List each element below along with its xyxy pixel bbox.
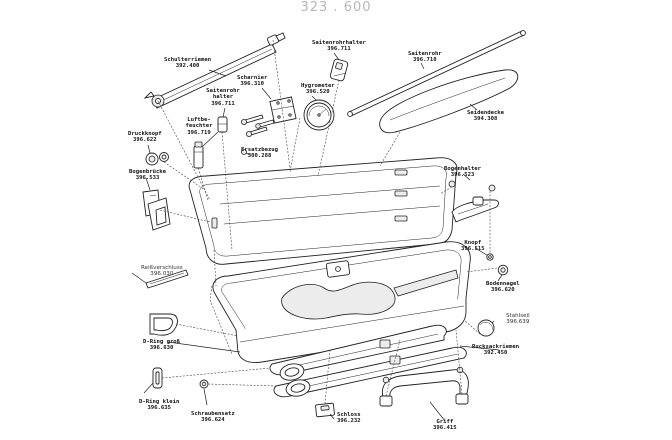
label-number: 396.630	[149, 345, 174, 352]
label-saitenrohrhalter-top: Saitenrohrhalter 396.711	[312, 40, 366, 53]
hygrometer-part	[303, 99, 335, 131]
steel-cable-part	[477, 319, 495, 337]
shoulder-strap-part	[143, 32, 286, 109]
label-seidendecke: Seidendecke 394.308	[467, 110, 504, 123]
label-number: 396.719	[187, 129, 211, 136]
bow-bridge-part	[142, 189, 171, 231]
label-saitenrohrhalter-mid: Saitenrohr halter 396.711	[204, 88, 242, 107]
knob-part	[486, 253, 494, 261]
label-reissverschluss: Reißverschluss 396.030	[141, 265, 183, 278]
label-ersatzbezug: Ersatzbezug 300.288	[241, 147, 278, 160]
label-number: 300.288	[247, 153, 272, 160]
label-name: Druckknopf	[128, 131, 162, 137]
label-number: 396.310	[240, 81, 264, 88]
label-number: 396.711	[327, 46, 351, 53]
label-knopf: Knopf 396.515	[461, 240, 485, 253]
label-name: Schloss	[337, 412, 361, 418]
label-schraubensatz: Schraubensatz 396.624	[191, 411, 235, 424]
label-number: 396.711	[211, 100, 235, 107]
label-d-ring-gross: D-Ring groß 396.630	[143, 339, 180, 352]
screws-part	[240, 114, 275, 137]
label-stahlseil: Stahlseil 396.639	[506, 313, 530, 326]
label-number: 396.620	[491, 287, 515, 294]
label-number: 396.622	[133, 137, 157, 144]
label-name: Griff	[436, 419, 454, 425]
label-number: 396.639	[506, 319, 530, 326]
leader-lines	[131, 52, 503, 422]
string-tube-part	[347, 30, 526, 117]
label-luftbefeuchter: Luftbe- feuchter 396.719	[184, 117, 214, 136]
label-name: Hygrometer	[301, 83, 335, 89]
label-name: Ersatzbezug	[241, 147, 279, 153]
label-saitenrohr: Saitenrohr 396.710	[408, 51, 442, 64]
label-name: Luftbe- feuchter	[185, 117, 213, 130]
label-number: 396.520	[306, 89, 330, 96]
label-name: Stahlseil	[506, 313, 530, 319]
d-ring-small-part	[152, 367, 163, 389]
label-name: D-Ring klein	[139, 399, 180, 405]
case-lid-part	[188, 157, 458, 265]
label-bogenhalter: Bogenhalter 396.523	[444, 166, 481, 179]
label-name: Reißverschluss	[141, 265, 183, 271]
label-d-ring-klein: D-Ring klein 396.635	[139, 399, 179, 412]
string-tube-holder-mid-part	[217, 116, 228, 133]
label-name: Saitenrohr halter	[206, 88, 240, 101]
label-number: 396.624	[201, 417, 225, 424]
string-tube-holder-top-part	[329, 58, 349, 82]
label-number: 394.308	[473, 116, 498, 123]
screw-set-part	[199, 379, 209, 389]
label-name: Rucksackriemen	[472, 344, 520, 350]
label-druckknopf: Druckknopf 396.622	[128, 131, 162, 144]
assembly-lines	[157, 39, 498, 405]
label-number: 392.450	[483, 350, 508, 357]
label-name: Saitenrohr	[408, 51, 442, 57]
label-name: Schraubensatz	[191, 411, 235, 417]
label-number: 396.523	[450, 172, 475, 179]
floor-nail-part	[497, 264, 509, 276]
label-name: D-Ring groß	[143, 339, 181, 345]
push-button-part	[145, 152, 169, 166]
lock-part	[315, 402, 335, 418]
label-number: 396.710	[413, 57, 437, 64]
label-name: Knopf	[464, 240, 482, 246]
product-code: 323 . 600	[300, 0, 372, 15]
label-number: 392.400	[175, 63, 200, 70]
bow-holder-part	[448, 180, 499, 223]
label-number: 396.635	[147, 405, 171, 412]
case-body-part	[209, 241, 471, 363]
label-hygrometer: Hygrometer 396.520	[301, 83, 335, 96]
label-schulterriemen: Schulterriemen 392.400	[164, 57, 211, 70]
label-number: 396.515	[461, 246, 485, 253]
label-bodennagel: Bodennagel 396.620	[486, 281, 520, 294]
label-name: Saitenrohrhalter	[312, 40, 366, 46]
label-name: Bogenbrücke	[129, 169, 167, 175]
label-scharnier: Scharnier 396.310	[237, 75, 267, 88]
label-number: 396.030	[150, 271, 174, 278]
hinge-part	[269, 96, 297, 124]
label-rucksackriemen: Rucksackriemen 392.450	[472, 344, 519, 357]
spare-cover-part	[241, 149, 247, 155]
label-griff: Griff 396.415	[433, 419, 457, 432]
label-name: Scharnier	[237, 75, 268, 81]
label-number: 396.415	[433, 425, 457, 432]
humidifier-part	[193, 141, 204, 169]
label-number: 396.533	[135, 175, 160, 182]
label-name: Seidendecke	[467, 110, 505, 116]
label-schloss: Schloss 396.232	[337, 412, 361, 425]
label-name: Schulterriemen	[164, 57, 212, 63]
backpack-straps-part	[269, 324, 467, 398]
label-name: Bogenhalter	[444, 166, 482, 172]
handle-part	[379, 366, 469, 407]
silk-cover-part	[379, 69, 519, 134]
label-number: 396.232	[337, 418, 361, 425]
d-ring-large-part	[149, 313, 178, 336]
zipper-part	[145, 269, 189, 289]
label-bogenbruecke: Bogenbrücke 396.533	[129, 169, 166, 182]
label-name: Bodennagel	[486, 281, 520, 287]
